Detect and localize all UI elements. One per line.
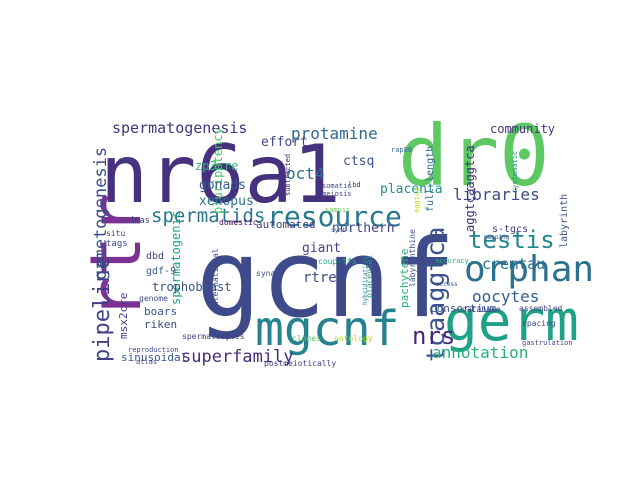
cloud-word-labyrinthine: labyrinthine [408,229,417,287]
cloud-word-postmeiotically: postmeiotically [264,359,336,368]
cloud-word-tcaaggtca: tcaaggtca [421,227,450,362]
cloud-word-nr6a1: nr6a1 [100,128,341,221]
cloud-word-community: community [490,122,555,136]
cloud-word-spacing: spacing [522,319,556,328]
cloud-word-cremtau: cremtau [482,255,545,273]
cloud-word-pipeline: pipeline [90,256,115,362]
cloud-word-access: access [436,281,458,288]
cloud-word-placental: placental [365,254,374,298]
cloud-word-situ: situ [106,229,125,238]
cloud-word-trophoblast: trophoblast [152,280,231,294]
cloud-word-aggtcaaggtca: aggtcaaggtca [463,145,477,232]
cloud-word-genome: genome [139,294,168,303]
cloud-word-libraries: libraries [453,185,540,204]
cloud-word-labyrinth: labyrinth [559,194,570,248]
cloud-word-giant: giant [302,241,341,256]
cloud-word-database: database [462,305,501,314]
cloud-word-placenta: placenta [380,182,443,197]
cloud-word-superfamily: superfamily [181,347,294,367]
cloud-word-annotation: annotation [432,343,528,362]
cloud-word-cdnas: cdnas [123,216,150,226]
cloud-word-hybridization: hybridization [362,258,369,305]
cloud-word-synt-1: synt-1 [331,227,353,234]
cloud-word-gastrulation: gastrulation [522,339,573,347]
cloud-word-pachytene: pachytene [398,248,411,308]
cloud-word-tags: tags [106,239,128,249]
cloud-word-subtracted: subtracted [284,154,292,196]
cloud-word-full-length: full-length [425,146,436,212]
cloud-word-northern: northern [332,221,395,236]
cloud-word-spermatids: spermatids [151,205,265,227]
cloud-word-boars: boars [144,305,177,318]
cloud-word-dr0: dr0 [398,107,550,205]
cloud-word-testis: testis [468,226,555,254]
cloud-word-consortium: consortium [430,302,497,315]
cloud-word-riken: riken [144,318,177,331]
cloud-word-mgcnf: mgcnf [255,301,400,357]
cloud-word-gonads: gonads [199,178,246,193]
cloud-word-sinusoidal: sinusoidal [121,351,187,364]
cloud-word-spermatogenic: spermatogenic [169,211,183,305]
cloud-word-pluripotency: pluripotency [211,127,225,214]
cloud-word-germ: germ [444,289,579,354]
cloud-word-spermatocytes: spermatocytes [182,332,245,341]
cloud-word-rap80: rap80 [391,146,412,154]
cloud-word-mapping: mapping [484,234,510,241]
cloud-word-domestic: domestic [219,218,258,227]
cloud-word-protamine: protamine [291,124,378,143]
cloud-word-accuracy: accuracy [435,257,469,265]
cloud-word-atlas: atlas [136,358,157,366]
cloud-word-eggtca: eggtca [413,188,421,213]
cloud-word-ctsq: ctsq [343,154,374,169]
cloud-word-rtr: rtr [75,194,157,320]
cloud-word-effort: effort [261,135,308,150]
cloud-word-somatic: somatic [322,182,352,190]
cloud-word-oct4: oct4 [286,164,325,183]
cloud-word-cdna: cdna [118,157,133,164]
cloud-word-zp3cre: zp3cre [195,159,238,173]
cloud-word-s-tgcs: s-tgcs [492,224,528,235]
cloud-word-gdf-9: gdf-9 [146,266,176,277]
cloud-word-rtre: rtre [303,270,337,286]
cloud-word-assembled: assembled [519,304,563,313]
cloud-word-reproduction: reproduction [128,346,179,354]
cloud-word-systematic: systematic [511,151,519,193]
cloud-word-resource: resource [267,200,402,233]
cloud-word-msx2cre: msx2cre [117,293,130,339]
cloud-word-automated: automated [256,218,316,231]
cloud-word-clones: clones [292,334,321,343]
cloud-word-xenopus: xenopus [199,194,254,209]
cloud-word-international: international [211,248,220,311]
cloud-word-nrs: nrs [412,322,455,350]
cloud-word-dbd: dbd [146,251,164,262]
cloud-word-syna: syna [256,269,275,278]
cloud-word-spermatogenesis: spermatogenesis [112,119,247,137]
cloud-word-oocytes: oocytes [472,287,539,306]
cloud-word-meiosis: meiosis [322,190,352,198]
cloud-word-gametogenesis: gametogenesis [91,147,111,280]
cloud-word-samvis: samvis [325,206,350,214]
cloud-word-ontology: ontology [334,334,373,343]
cloud-word-orphan: orphan [464,249,594,290]
cloud-word-lbd: lbd [348,181,361,189]
cloud-word-gcnf: gcnf [196,217,456,342]
cloud-word-coup-tfs: coup-tfs [318,257,357,266]
